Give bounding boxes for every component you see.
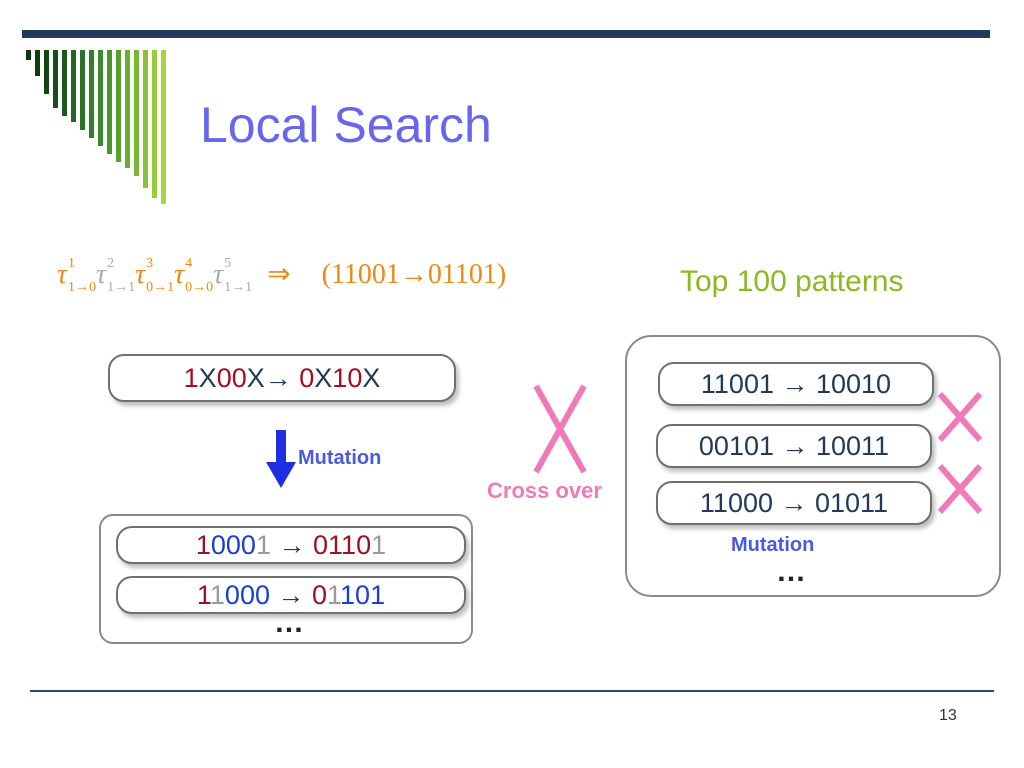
result-token: 1 [327, 579, 342, 610]
page-number: 13 [939, 707, 957, 724]
ellipsis-right: … [776, 555, 807, 588]
result-token: 0 [356, 529, 372, 560]
result-token: 0 [313, 529, 329, 560]
result-token: 1 [196, 579, 211, 610]
result-token: 1 [210, 579, 225, 610]
bottom-rule [30, 690, 994, 692]
pattern-token: X [362, 362, 381, 393]
mutation-label-left: Mutation [298, 447, 382, 469]
cross-x-icon-2 [937, 392, 983, 442]
result-token: 0 [312, 579, 328, 610]
top-pattern-pill-2: 00101 → 10011 [656, 424, 932, 468]
cross-x-icon-3 [937, 464, 983, 514]
result-token: 000 [210, 529, 256, 560]
formula-result-lhs: 11001 [330, 259, 400, 290]
pattern-token: X [198, 362, 217, 393]
top-pattern-text-2: 00101 → 10011 [698, 430, 890, 461]
result-pill-1: 10001 → 01101 [116, 526, 466, 564]
top-pattern-pill-3: 11000 → 01011 [656, 481, 932, 525]
result-token: 1 [195, 529, 211, 560]
result-token: → [269, 579, 312, 610]
result-token: 101 [341, 579, 386, 610]
cross-x-icon [533, 384, 587, 474]
pattern-token: 0 [299, 362, 315, 393]
pattern-token: X [314, 362, 333, 393]
pattern-token: 1 [183, 362, 199, 393]
pattern-token: 10 [332, 362, 363, 393]
result-pill-2: 11000 → 01101 [116, 576, 466, 614]
top-rule [22, 30, 990, 38]
pattern-token: 00 [216, 362, 247, 393]
formula-result: (11001→01101) [321, 259, 507, 290]
top-patterns-heading: Top 100 patterns [680, 265, 904, 298]
result-token: 1 [255, 529, 271, 560]
top-pattern-text-1: 11001 → 10010 [700, 368, 892, 399]
pattern-text: 1X00X→ 0X10X [184, 363, 381, 394]
pattern-pill: 1X00X→ 0X10X [108, 354, 456, 402]
result-text-1: 10001 → 01101 [196, 530, 386, 561]
result-token: → [270, 529, 313, 560]
ellipsis-left: … [274, 606, 305, 639]
pattern-token: X→ [246, 362, 300, 393]
cross-over-label: Cross over [487, 478, 602, 503]
result-text-2: 11000 → 01101 [197, 580, 385, 611]
top-pattern-text-3: 11000 → 01011 [699, 487, 889, 518]
formula-result-rhs: 01101 [427, 259, 497, 290]
result-token: 11 [328, 529, 357, 560]
mutation-label-right: Mutation [731, 534, 815, 556]
result-token: 000 [224, 579, 270, 610]
slide-title: Local Search [200, 97, 492, 153]
top-pattern-pill-1: 11001 → 10010 [658, 362, 934, 406]
result-token: 1 [371, 529, 387, 560]
formula-result-arrow: → [399, 259, 428, 290]
mutation-arrow-icon [266, 430, 296, 488]
implies-symbol: ⇒ [267, 259, 291, 290]
